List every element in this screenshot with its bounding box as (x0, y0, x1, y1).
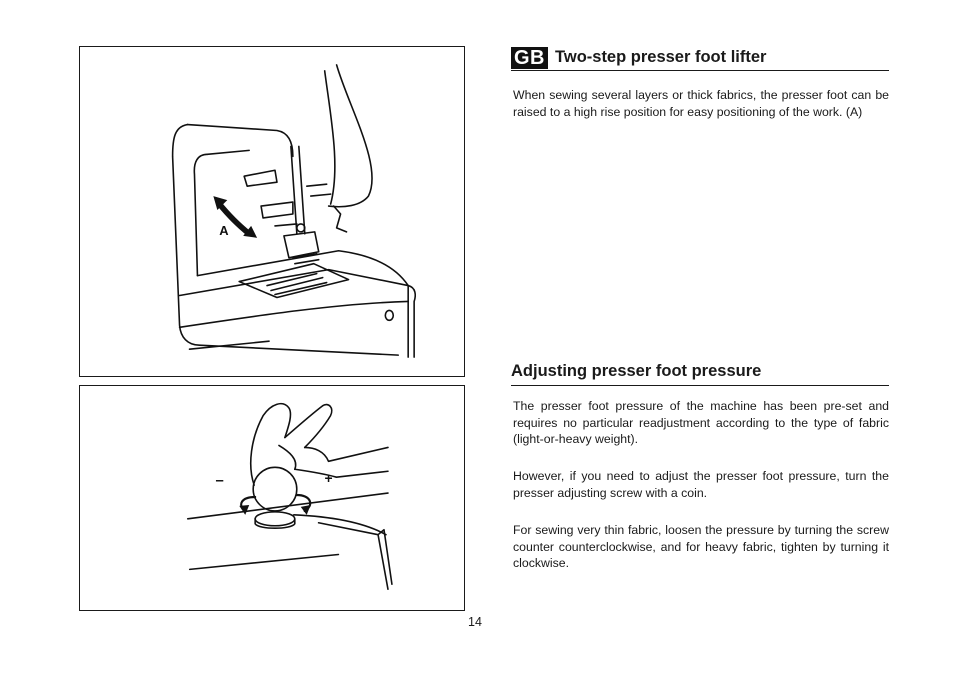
page-number: 14 (468, 615, 482, 629)
hand-turning-screw-drawing: – + (186, 402, 393, 590)
paragraph-lifter: When sewing several layers or thick fabr… (513, 88, 889, 119)
paragraph-preset: The presser foot pressure of the machine… (513, 399, 889, 447)
illustration-pressure-adjusting-screw: – + (79, 385, 465, 611)
sewing-machine-head-drawing: A (171, 64, 417, 358)
label-minus: – (216, 473, 224, 489)
section-title: Two-step presser foot lifter (555, 48, 767, 66)
section-heading-presser-foot-lifter: GB Two-step presser foot lifter (511, 45, 889, 71)
label-plus: + (325, 470, 333, 486)
paragraph-fabric: For sewing very thin fabric, loosen the … (513, 523, 889, 571)
section-heading-presser-foot-pressure: Adjusting presser foot pressure (511, 361, 889, 386)
illustration-presser-foot-lifter: A (79, 46, 465, 377)
label-a: A (219, 223, 228, 238)
language-badge: GB (511, 46, 548, 69)
paragraph-adjust: However, if you need to adjust the press… (513, 469, 889, 500)
